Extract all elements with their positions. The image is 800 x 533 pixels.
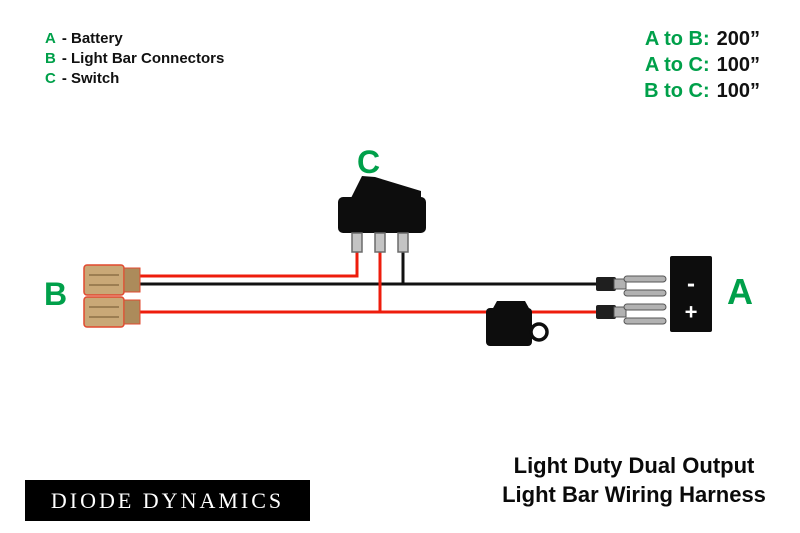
rocker-switch	[338, 176, 426, 253]
brand-logo: DIODE DYNAMICS	[25, 480, 310, 521]
callout-battery: A	[727, 271, 753, 312]
product-title: Light Duty Dual Output Light Bar Wiring …	[468, 452, 800, 509]
fork-terminal-positive	[596, 303, 667, 325]
legend-label-switch: - Switch	[61, 70, 120, 87]
connector-rear	[123, 299, 141, 325]
connector-body	[83, 264, 125, 296]
terminal-tine-top	[623, 275, 667, 283]
callout-switch: C	[357, 144, 381, 180]
fork-terminal-negative	[596, 275, 667, 297]
switch-body	[338, 197, 426, 233]
battery: - +	[670, 256, 712, 332]
legend: A - Battery B - Light Bar Connectors C -…	[45, 30, 224, 87]
callout-connectors: B	[44, 276, 68, 312]
connector-detail-lines	[89, 306, 119, 318]
measurement-value-b-to-c: 100”	[716, 80, 760, 102]
switch-terminal-3	[397, 232, 409, 253]
legend-key-a: A	[45, 30, 56, 47]
fuse-holder-body	[486, 308, 532, 346]
switch-rocker-lever	[350, 176, 421, 200]
connector-detail-lines	[89, 274, 119, 286]
terminal-tine-bottom	[623, 289, 667, 297]
legend-key-b: B	[45, 50, 56, 67]
terminal-barrel	[613, 278, 627, 290]
measurement-a-to-c: A to C: 100”	[645, 54, 760, 77]
connector-body	[83, 296, 125, 328]
switch-terminal-1	[351, 232, 363, 253]
connector-rear	[123, 267, 141, 293]
measurement-label-a-to-c: A to C:	[644, 54, 710, 76]
measurement-b-to-c: B to C: 100”	[644, 80, 760, 103]
measurements: A to B: 200” A to C: 100” B to C: 100”	[644, 28, 760, 103]
battery-minus-label: -	[687, 271, 695, 298]
legend-item-switch: C - Switch	[45, 70, 224, 87]
light-bar-connector-bottom	[83, 296, 141, 328]
legend-label-connectors: - Light Bar Connectors	[61, 50, 225, 67]
wire-red-switch-feed	[140, 252, 359, 278]
terminal-heatshrink	[596, 277, 616, 291]
battery-body	[670, 256, 712, 332]
measurement-value-a-to-b: 200”	[716, 28, 760, 50]
switch-terminal-2	[374, 232, 386, 253]
legend-item-connectors: B - Light Bar Connectors	[45, 50, 224, 67]
measurement-label-b-to-c: B to C:	[644, 80, 710, 102]
fuse-holder-wire-loop	[529, 322, 549, 342]
measurement-label-a-to-b: A to B:	[644, 28, 710, 50]
legend-label-battery: - Battery	[61, 30, 123, 47]
legend-key-c: C	[45, 70, 56, 87]
legend-item-battery: A - Battery	[45, 30, 224, 47]
terminal-tine-top	[623, 303, 667, 311]
battery-plus-label: +	[685, 300, 698, 325]
fuse-holder	[486, 301, 549, 346]
product-title-line2: Light Bar Wiring Harness	[502, 481, 766, 507]
light-bar-connector-top	[83, 264, 141, 296]
terminal-heatshrink	[596, 305, 616, 319]
terminal-tine-bottom	[623, 317, 667, 325]
fuse-holder-tab	[492, 301, 530, 310]
product-title-line1: Light Duty Dual Output	[513, 453, 755, 478]
measurement-value-a-to-c: 100”	[716, 54, 760, 76]
measurement-a-to-b: A to B: 200”	[645, 28, 760, 51]
terminal-barrel	[613, 306, 627, 318]
